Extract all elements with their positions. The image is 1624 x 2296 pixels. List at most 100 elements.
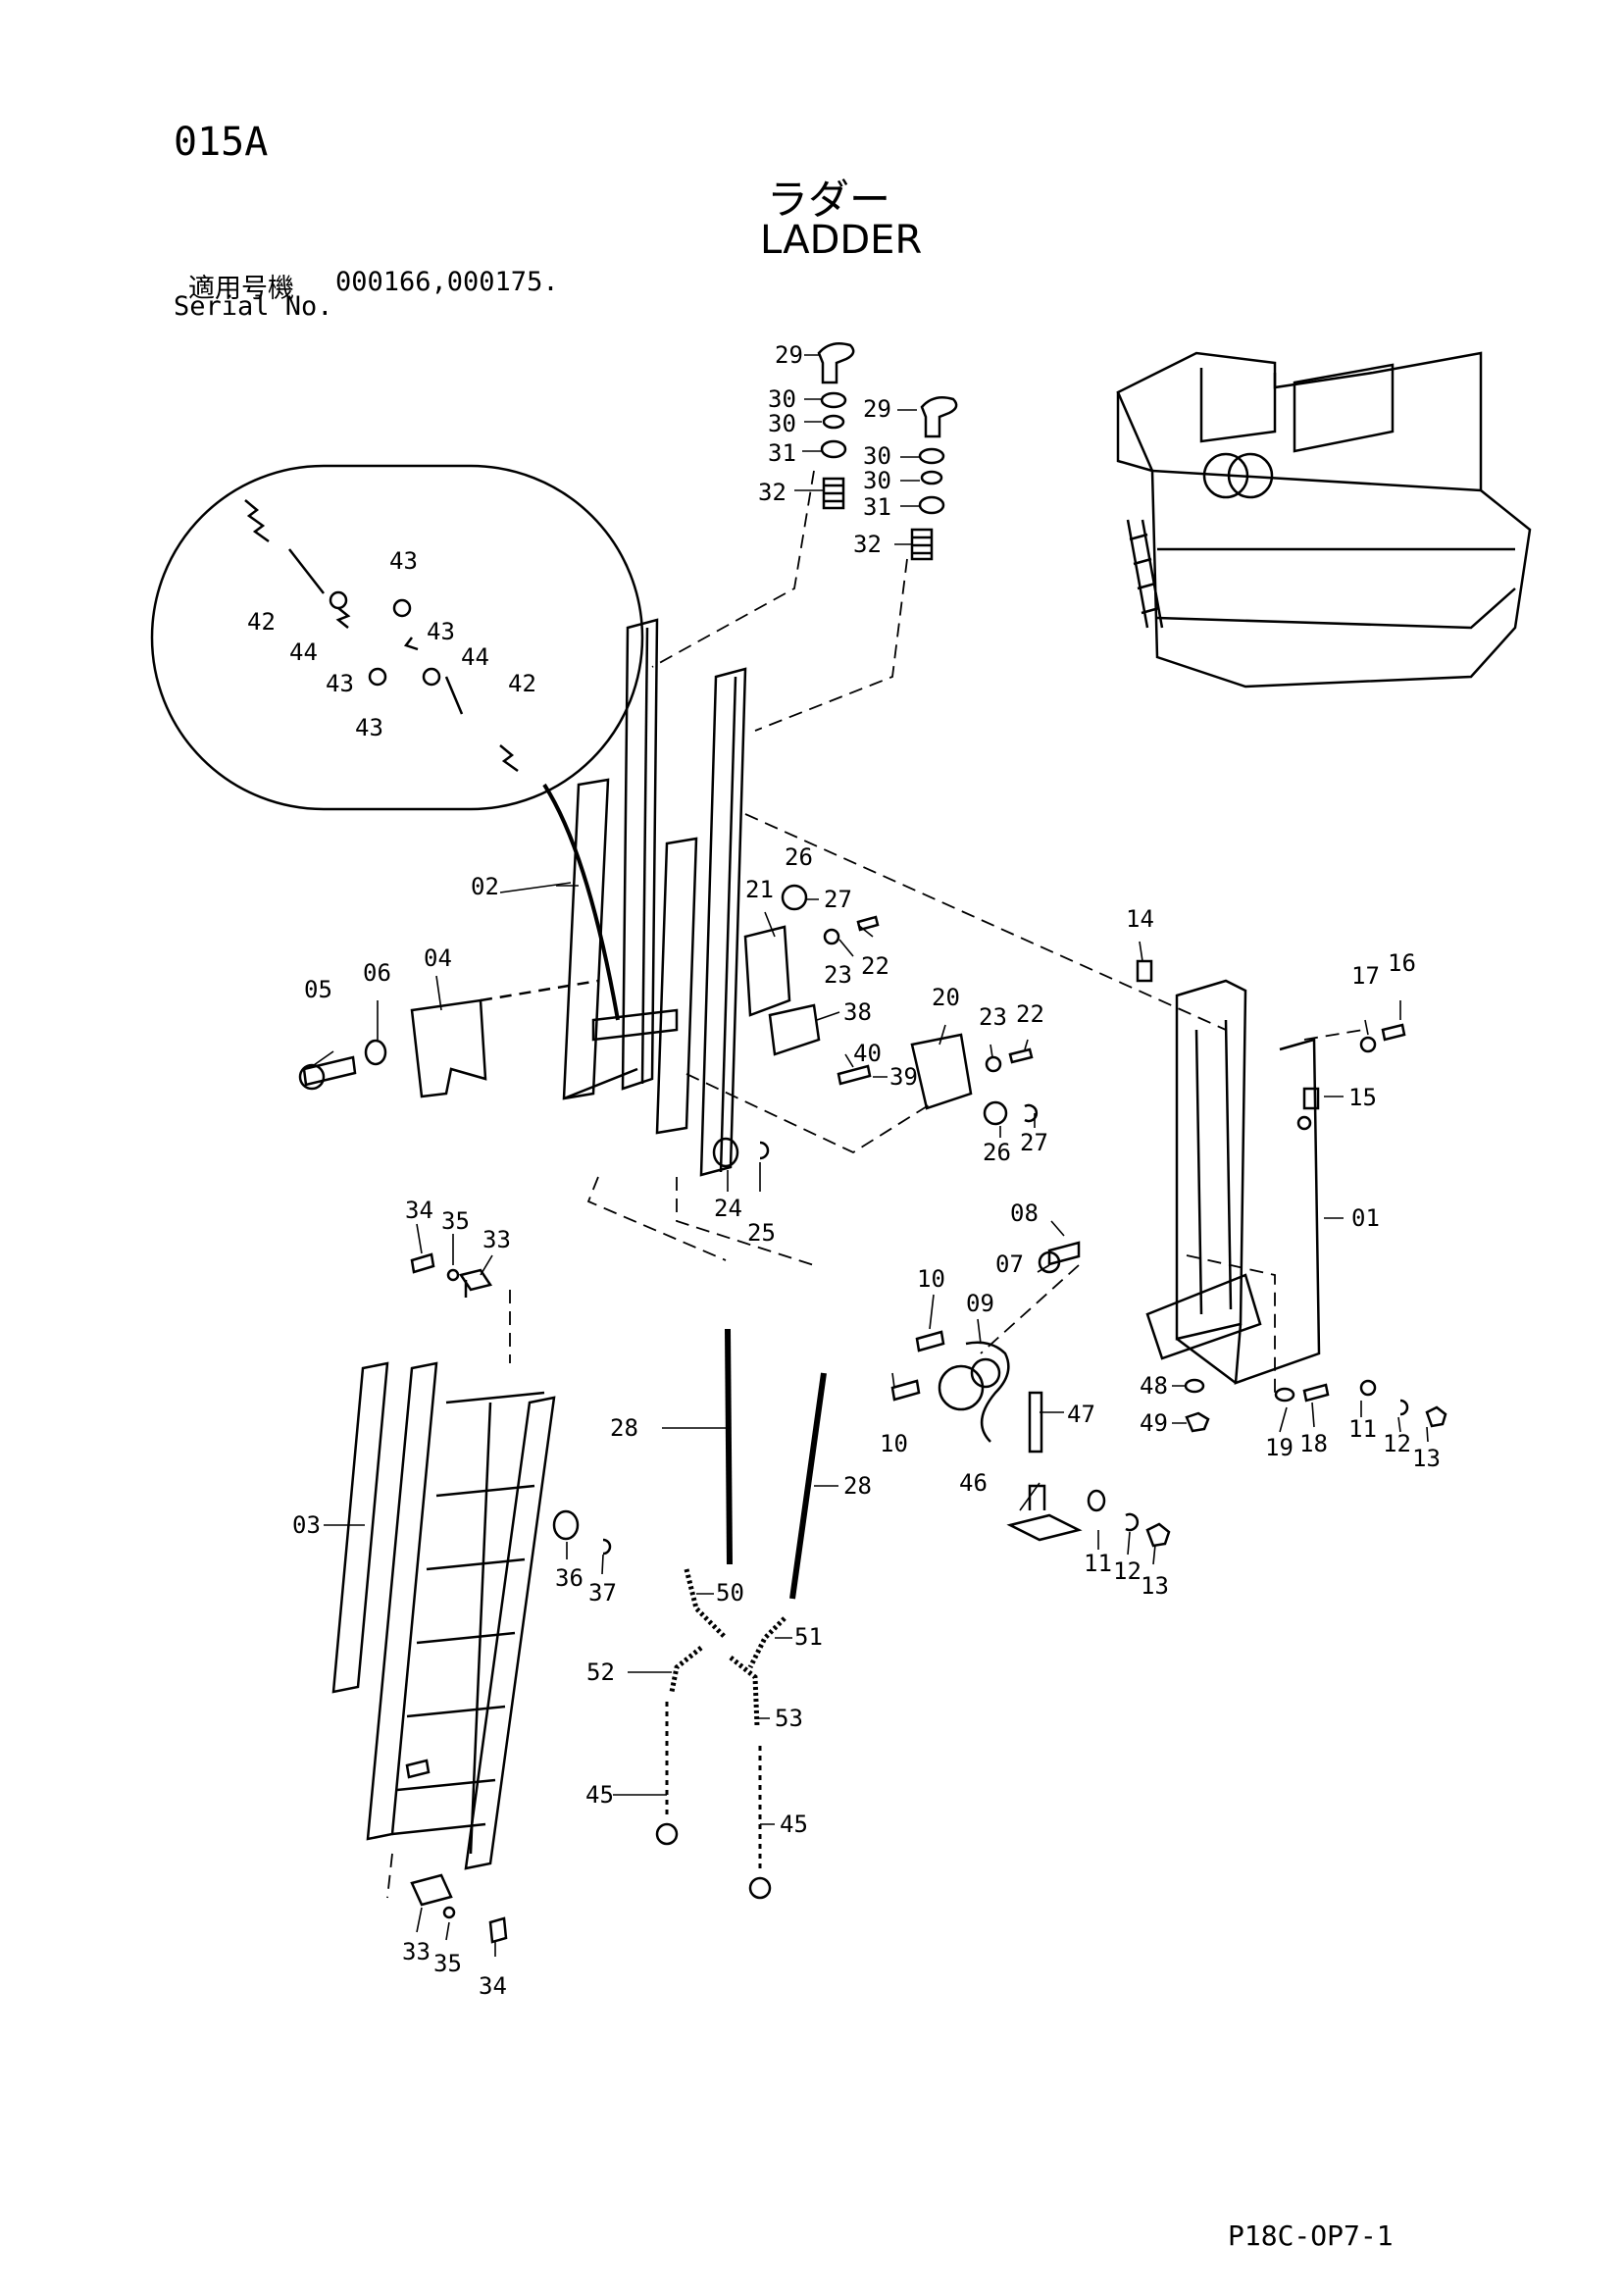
callout-30c: 30 (863, 442, 891, 470)
callout-10a: 10 (917, 1265, 945, 1293)
rods-and-chains (655, 1328, 827, 1900)
callout-02: 02 (471, 873, 499, 900)
document-code: P18C-OP7-1 (1228, 2219, 1394, 2252)
callout-30d: 30 (863, 467, 891, 494)
callout-22a: 22 (861, 952, 889, 980)
callout-21: 21 (745, 876, 774, 903)
callout-36: 36 (555, 1564, 584, 1592)
callout-47: 47 (1067, 1401, 1095, 1428)
callout-29a: 29 (775, 341, 803, 369)
callout-31b: 31 (863, 493, 891, 521)
callout-30a: 30 (768, 385, 796, 413)
callout-25: 25 (747, 1219, 776, 1247)
callout-11b: 11 (1348, 1415, 1377, 1443)
callout-38: 38 (843, 998, 872, 1026)
callout-44b: 44 (461, 643, 489, 671)
callout-35b: 35 (433, 1950, 462, 1977)
washer-24-25 (712, 1137, 770, 1168)
callout-34a: 34 (405, 1197, 433, 1224)
callout-24: 24 (714, 1195, 742, 1222)
callout-31a: 31 (768, 439, 796, 467)
callout-42b: 42 (508, 670, 536, 697)
callout-06: 06 (363, 959, 391, 987)
pin-stack-left (817, 342, 855, 510)
ladder-rail-assembly-02 (562, 618, 747, 1177)
callout-43a: 43 (389, 547, 418, 575)
plate-38 (768, 1003, 872, 1086)
callout-51: 51 (794, 1623, 823, 1651)
callout-43c: 43 (326, 670, 354, 697)
callout-13b: 13 (1412, 1445, 1441, 1472)
callout-22b: 22 (1016, 1000, 1044, 1028)
page-code: 015A (174, 120, 269, 165)
title-japanese: ラダー (767, 176, 891, 224)
callout-11a: 11 (1084, 1550, 1112, 1577)
callout-52: 52 (586, 1658, 615, 1686)
hook-assembly-09 (890, 1241, 1447, 1548)
callout-20: 20 (932, 984, 960, 1011)
callout-26a: 26 (785, 843, 813, 871)
plate-20 (910, 1033, 1039, 1126)
callout-01: 01 (1351, 1204, 1380, 1232)
callout-15: 15 (1348, 1084, 1377, 1111)
callout-leaders (313, 354, 1429, 1957)
callout-35a: 35 (441, 1207, 470, 1235)
callout-45b: 45 (780, 1811, 808, 1838)
callout-48: 48 (1140, 1372, 1168, 1400)
callout-32b: 32 (853, 531, 882, 558)
callout-16: 16 (1388, 949, 1416, 977)
callout-29b: 29 (863, 395, 891, 423)
callout-43b: 43 (427, 618, 455, 645)
callout-05: 05 (304, 976, 332, 1003)
callout-28b: 28 (843, 1472, 872, 1500)
callout-27a: 27 (824, 886, 852, 913)
callout-49: 49 (1140, 1409, 1168, 1437)
serial-numbers: 000166,000175. (335, 267, 559, 297)
callout-labels: 29 30 30 31 32 29 30 30 31 32 42 44 43 4… (247, 341, 1441, 2000)
callout-45a: 45 (585, 1781, 614, 1809)
callout-17: 17 (1351, 962, 1380, 990)
pin-stack-right (910, 396, 958, 561)
callout-42a: 42 (247, 608, 276, 636)
serial-label-english: Serial No. (174, 291, 333, 322)
callout-12b: 12 (1383, 1430, 1411, 1457)
bracket-04 (410, 979, 599, 1098)
callout-10b: 10 (880, 1430, 908, 1457)
callout-43d: 43 (355, 714, 383, 741)
callout-33b: 33 (402, 1938, 431, 1965)
callout-18: 18 (1299, 1430, 1328, 1457)
callout-46: 46 (959, 1469, 988, 1497)
callout-07: 07 (995, 1250, 1024, 1278)
callout-12a: 12 (1113, 1557, 1142, 1585)
callout-53: 53 (775, 1705, 803, 1732)
callout-19: 19 (1265, 1434, 1294, 1461)
callout-23a: 23 (824, 961, 852, 989)
callout-27b: 27 (1020, 1129, 1048, 1156)
serial-label-japanese: 適用号機 (188, 274, 294, 304)
lower-ladder-03 (331, 1252, 612, 1944)
callout-30b: 30 (768, 410, 796, 437)
callout-08: 08 (1010, 1199, 1039, 1227)
machine-overview-illustration (1116, 351, 1532, 689)
callout-40: 40 (853, 1040, 882, 1067)
callout-44a: 44 (289, 638, 318, 666)
bolt-05 (298, 1039, 387, 1091)
alignment-lines (386, 470, 1364, 1899)
title-english: LADDER (760, 218, 923, 263)
callout-09: 09 (966, 1290, 994, 1317)
callout-03: 03 (292, 1511, 321, 1539)
callout-28a: 28 (610, 1414, 638, 1442)
callout-33a: 33 (482, 1226, 511, 1253)
callout-37: 37 (588, 1579, 617, 1607)
callout-14: 14 (1126, 905, 1154, 933)
callout-32a: 32 (758, 479, 787, 506)
support-bracket-01 (1136, 959, 1406, 1385)
callout-39: 39 (889, 1063, 918, 1091)
plate-21 (743, 884, 880, 1017)
callout-04: 04 (424, 944, 452, 972)
callout-13a: 13 (1141, 1572, 1169, 1600)
callout-50: 50 (716, 1579, 744, 1607)
callout-23b: 23 (979, 1003, 1007, 1031)
detail-callout-oval (150, 464, 644, 1021)
